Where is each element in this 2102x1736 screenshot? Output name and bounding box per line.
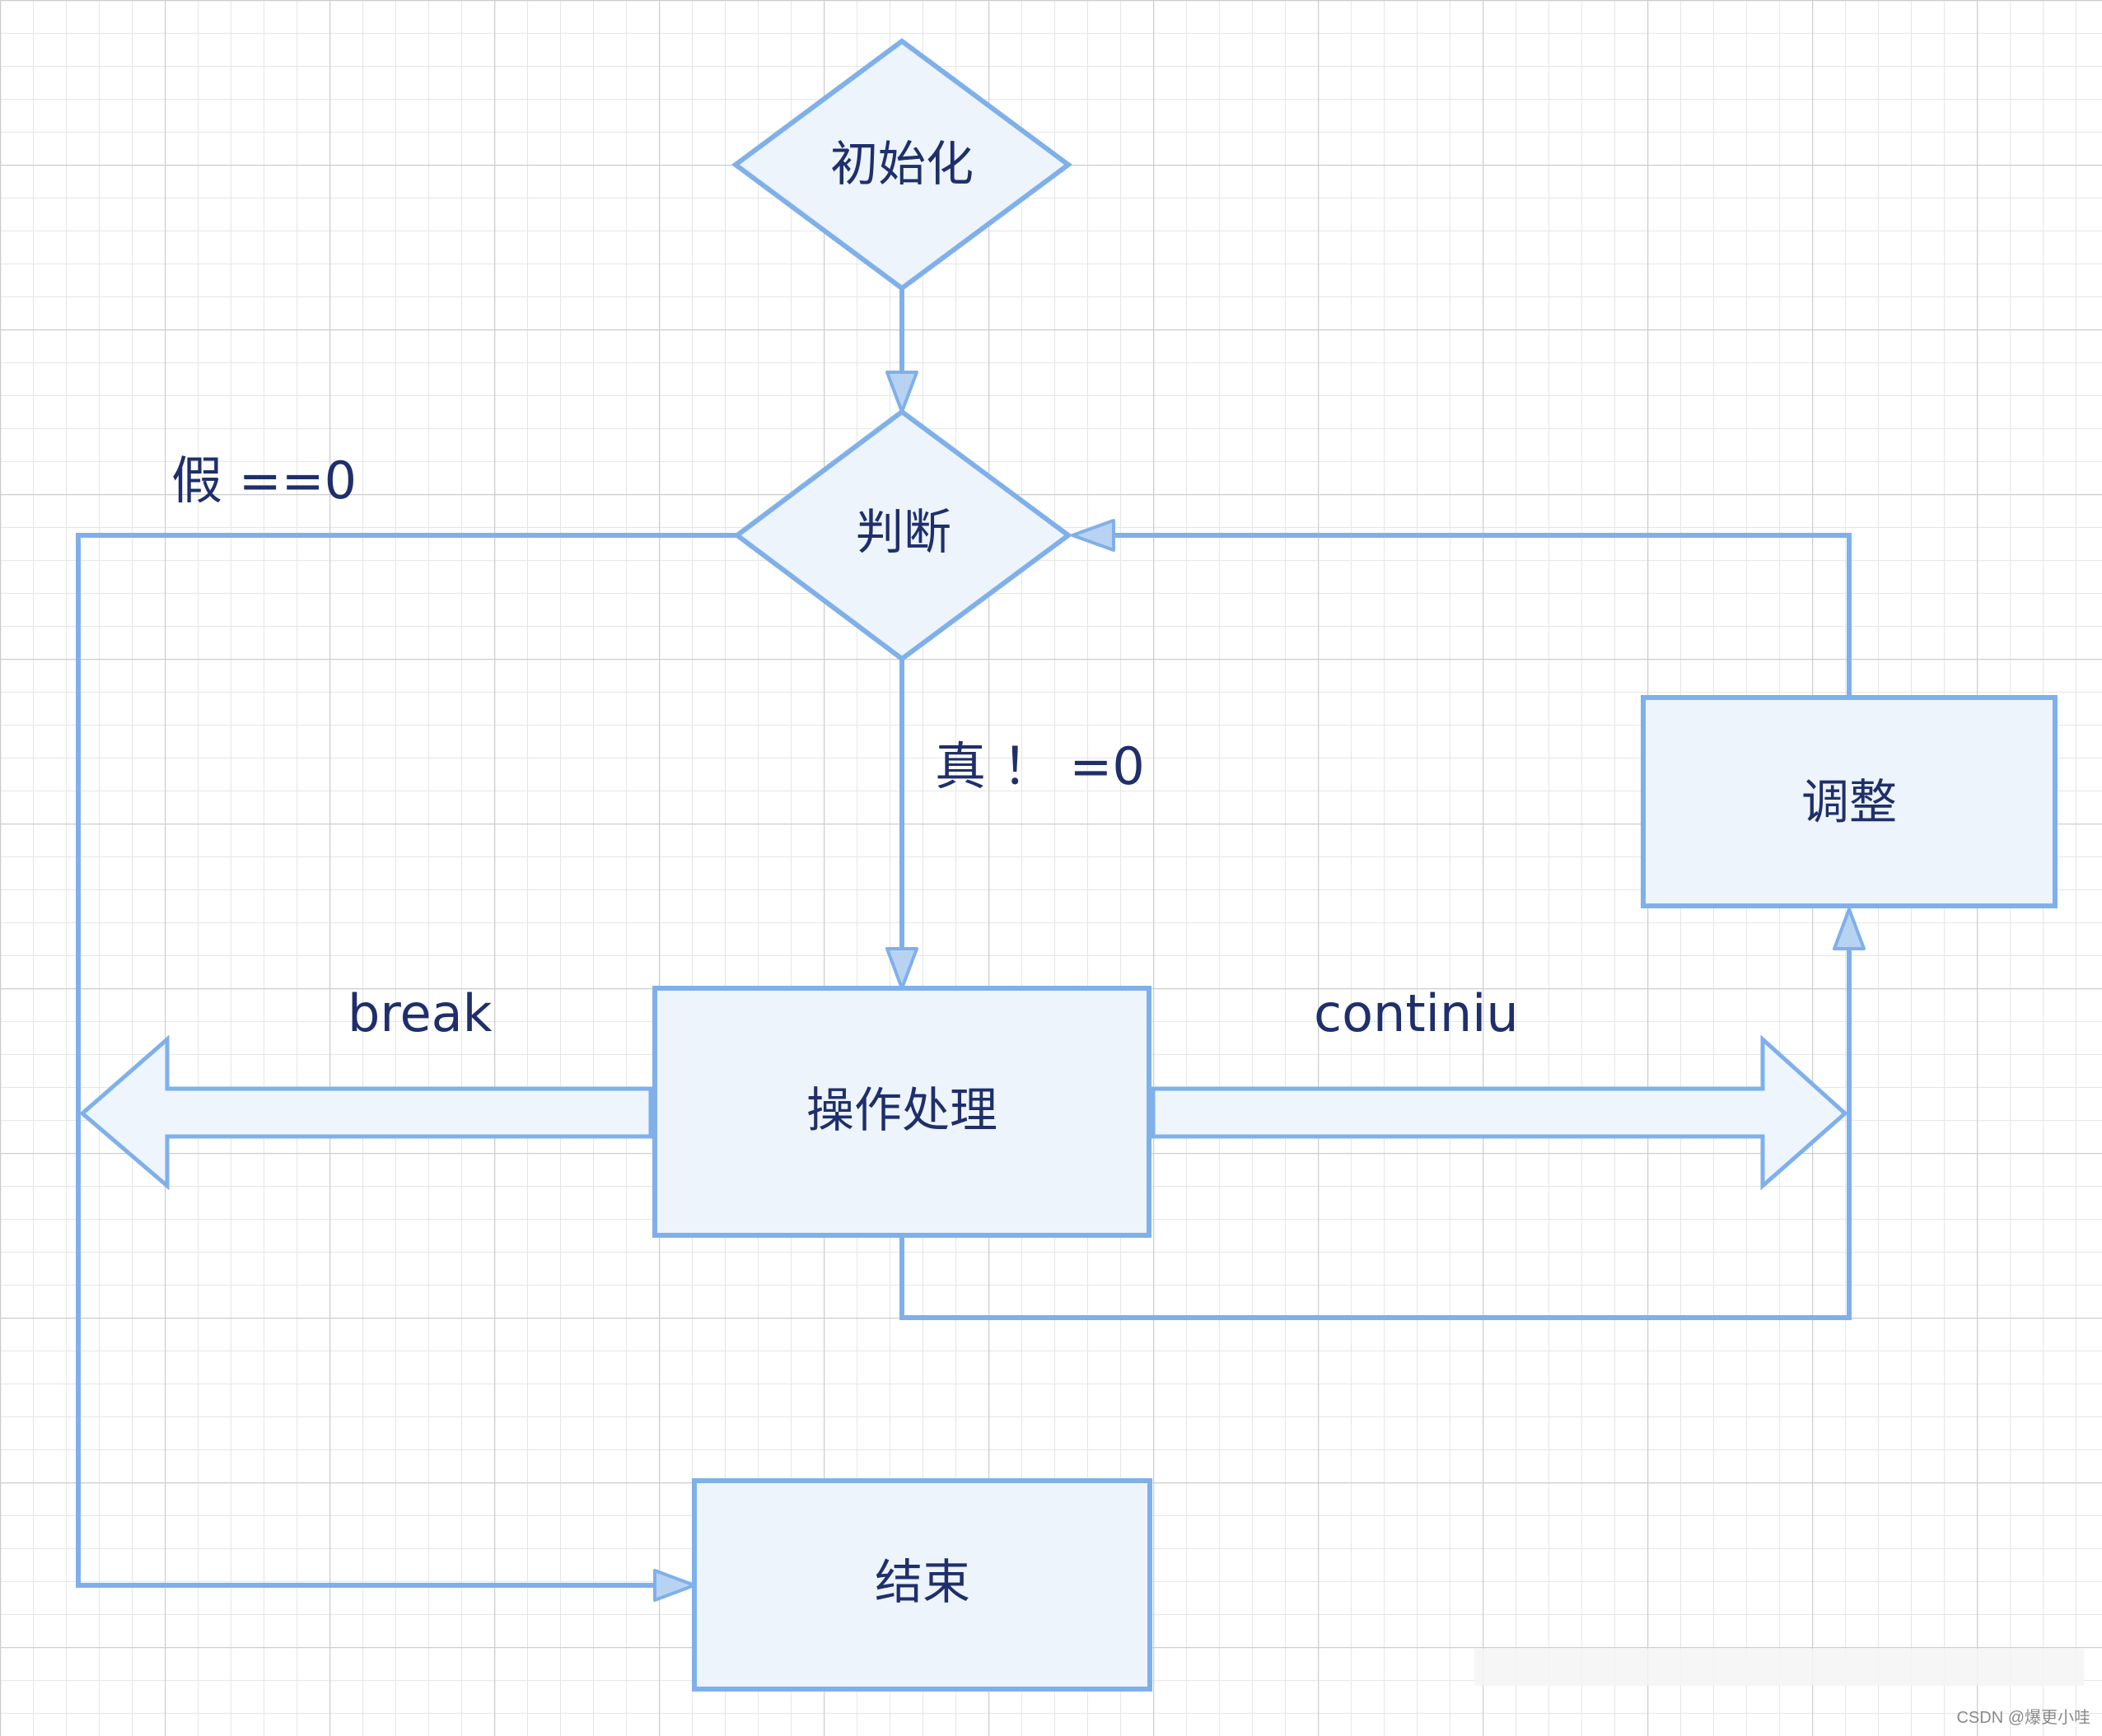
break-block-arrow bbox=[79, 1034, 653, 1191]
end-label: 结束 bbox=[875, 1554, 970, 1610]
watermark: CSDN @爆更小哇 bbox=[1956, 1708, 2090, 1727]
process-box bbox=[652, 986, 1151, 1238]
continue-label: continiu bbox=[1314, 983, 1519, 1043]
edge-judge-to-end bbox=[76, 533, 737, 1588]
node-layer bbox=[652, 38, 2058, 1692]
end-box bbox=[692, 1478, 1152, 1692]
judge-label: 判断 bbox=[856, 504, 951, 560]
init-diamond bbox=[731, 38, 1073, 292]
arrow-left-icon bbox=[1071, 519, 1115, 552]
arrow-right-icon bbox=[653, 1569, 696, 1602]
false-condition-label: 假 ==0 bbox=[171, 450, 357, 511]
break-label: break bbox=[348, 983, 493, 1043]
judge-diamond bbox=[733, 408, 1073, 662]
arrow-down-icon bbox=[885, 947, 918, 990]
edge-process-to-adjust bbox=[899, 939, 1852, 1320]
edge-adjust-to-judge bbox=[1112, 533, 1852, 698]
continue-block-arrow bbox=[1151, 1034, 1848, 1191]
watermark-background bbox=[1474, 1649, 2084, 1686]
adjust-box bbox=[1641, 695, 2058, 908]
arrowhead-layer bbox=[653, 371, 1866, 1602]
init-label: 初始化 bbox=[830, 136, 974, 192]
adjust-label: 调整 bbox=[1801, 774, 1897, 830]
edge-layer bbox=[76, 288, 1852, 1588]
process-label: 操作处理 bbox=[806, 1082, 997, 1138]
block-arrow-layer bbox=[79, 1034, 1848, 1191]
true-condition-label: 真 ！ =0 bbox=[935, 736, 1145, 796]
arrow-up-icon bbox=[1833, 908, 1866, 950]
arrow-down-icon bbox=[885, 371, 918, 413]
